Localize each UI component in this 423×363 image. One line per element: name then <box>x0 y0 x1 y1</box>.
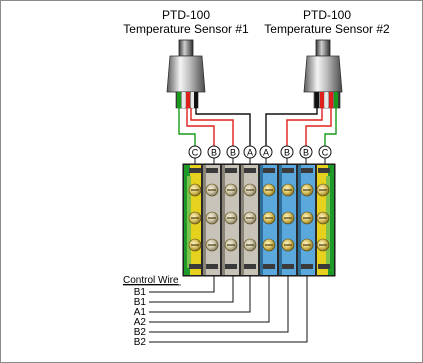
svg-text:B: B <box>230 148 236 158</box>
svg-text:C: C <box>192 148 199 158</box>
terminal-label-6: B <box>280 145 294 159</box>
control-wire-b1-a <box>149 276 215 293</box>
screw-slots <box>191 189 327 246</box>
control-wire-label-6: B2 <box>134 337 147 348</box>
terminal-block <box>182 163 336 277</box>
temperature-sensor-1 <box>166 39 206 109</box>
wire-s1-red-2 <box>190 108 234 146</box>
wire-s2-black <box>265 108 318 146</box>
control-wires <box>149 276 308 343</box>
terminal-label-5: A <box>259 145 273 159</box>
svg-text:B: B <box>284 148 290 158</box>
control-wire-b2-a <box>149 276 289 333</box>
svg-text:B: B <box>303 148 309 158</box>
terminal-label-1: C <box>188 145 202 159</box>
sensor-1-model: PTD-100 <box>162 8 210 22</box>
terminal-label-8: C <box>318 145 332 159</box>
wire-s1-black <box>195 108 251 146</box>
terminal-label-7: B <box>299 145 313 159</box>
control-wire-section: Control Wire B1 B1 A1 A2 B2 B2 <box>123 275 308 348</box>
top-slots <box>189 168 330 173</box>
svg-text:A: A <box>247 148 253 158</box>
terminal-drops <box>194 158 326 164</box>
control-wire-label-2: B1 <box>134 297 147 308</box>
sensor-1-label: PTD-100 Temperature Sensor #1 <box>123 8 249 36</box>
control-wire-label-4: A2 <box>134 317 147 328</box>
control-wire-label-3: A1 <box>134 307 147 318</box>
terminal-label-3: B <box>226 145 240 159</box>
sensor-2-wires <box>265 108 337 146</box>
bottom-slots <box>189 264 330 269</box>
control-wire-label-5: B2 <box>134 327 147 338</box>
terminal-labels: C B B A A B B C <box>188 145 332 159</box>
wire-s2-red-1 <box>286 108 323 146</box>
wire-s1-red-1 <box>186 108 215 146</box>
sensor-1-wires <box>178 108 251 146</box>
temperature-sensor-2 <box>303 39 343 109</box>
sensor-2-label: PTD-100 Temperature Sensor #2 <box>264 8 390 36</box>
control-wire-a2 <box>149 276 270 323</box>
control-wire-label-1: B1 <box>134 287 147 298</box>
control-wire-heading: Control Wire <box>123 275 179 286</box>
svg-text:A: A <box>263 148 269 158</box>
wire-s2-green <box>324 108 337 146</box>
terminal-label-4: A <box>243 145 257 159</box>
wire-s1-green <box>178 108 196 146</box>
svg-text:C: C <box>322 148 329 158</box>
sensor-2-model: PTD-100 <box>303 8 351 22</box>
control-wire-b1-b <box>149 276 234 303</box>
sensor-2-name: Temperature Sensor #2 <box>264 22 390 36</box>
control-wire-labels: B1 B1 A1 A2 B2 B2 <box>134 287 147 348</box>
control-wire-a1 <box>149 276 251 313</box>
svg-text:B: B <box>211 148 217 158</box>
terminal-label-2: B <box>207 145 221 159</box>
sensor-1-name: Temperature Sensor #1 <box>123 22 249 36</box>
wire-s2-red-2 <box>305 108 332 146</box>
control-wire-b2-b <box>149 276 308 343</box>
